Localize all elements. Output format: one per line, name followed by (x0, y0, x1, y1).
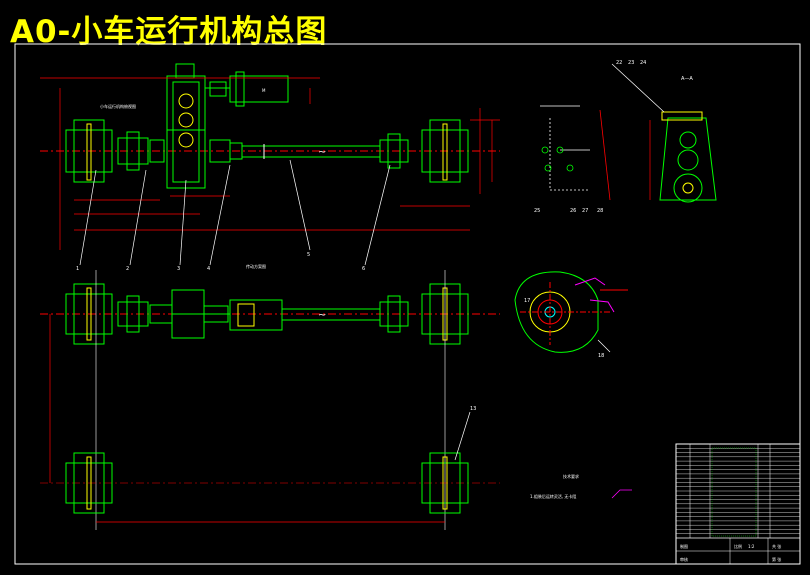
left-wheel-mid (65, 293, 113, 335)
bottom-wheelset (65, 452, 469, 514)
svg-text:M: M (262, 88, 266, 93)
mid-view-title: 传动方案图 (246, 263, 266, 269)
part-number-6: 6 (362, 266, 365, 272)
part-number-18: 18 (598, 353, 604, 359)
middle-drive-assembly: ~ (40, 283, 500, 345)
title-block-footer-4: 1:2 (748, 544, 755, 549)
part-number-2: 2 (126, 266, 129, 272)
part-number-13: 13 (470, 406, 476, 412)
tech-requirements-text: 1.组装后运转灵活, 无卡阻 (530, 493, 576, 499)
chassis-outline (40, 270, 500, 530)
side-label-25: 25 (534, 208, 540, 214)
part-number-5: 5 (307, 252, 310, 258)
roughness-symbol (611, 489, 632, 499)
gearbox (166, 75, 206, 189)
part-number-4: 4 (207, 266, 210, 272)
side-label-27: 27 (582, 208, 588, 214)
shaft-break-mark-mid: ~ (318, 310, 326, 321)
wheel-detail-view (514, 271, 628, 353)
dimensions-frame (49, 314, 445, 523)
title-block-footer-1: 制图 (680, 543, 688, 549)
right-wheel-top (421, 129, 469, 173)
side-label-28: 28 (597, 208, 603, 214)
left-wheel-bottom (65, 462, 113, 504)
title-block: 制图 审核 比例 1:2 共 张 第 张 (675, 443, 801, 565)
right-coupling-top (379, 139, 409, 163)
drawing-border (14, 43, 801, 565)
gear-scheme (540, 105, 611, 201)
motor-top-view (229, 75, 289, 103)
shaft-break-mark-top: ~ (318, 147, 326, 158)
left-bearing-top (117, 137, 149, 165)
part-leaders-top (79, 159, 391, 266)
top-drive-assembly: M ~ (40, 63, 500, 189)
side-label-23: 23 (628, 60, 634, 66)
side-label-22: 22 (616, 60, 622, 66)
title-block-footer-2: 审核 (680, 556, 688, 562)
part-number-3: 3 (177, 266, 180, 272)
part-number-17: 17 (524, 298, 530, 304)
dimensions-top (40, 77, 500, 250)
right-wheel-bottom (421, 462, 469, 504)
tech-requirements-title: 技术要求 (563, 473, 579, 479)
title-block-footer-5: 共 张 (772, 543, 781, 549)
part-number-1: 1 (76, 266, 79, 272)
side-label-24: 24 (640, 60, 646, 66)
gearbox-section-view (611, 63, 717, 203)
title-block-footer-3: 比例 (734, 543, 742, 549)
top-view-note: 小车运行机构俯视图 (100, 103, 136, 109)
title-block-footer-6: 第 张 (772, 556, 781, 562)
side-label-26: 26 (570, 208, 576, 214)
left-wheel-top (65, 129, 113, 173)
section-label: A—A (681, 76, 693, 82)
motor-mid-view (229, 299, 283, 331)
